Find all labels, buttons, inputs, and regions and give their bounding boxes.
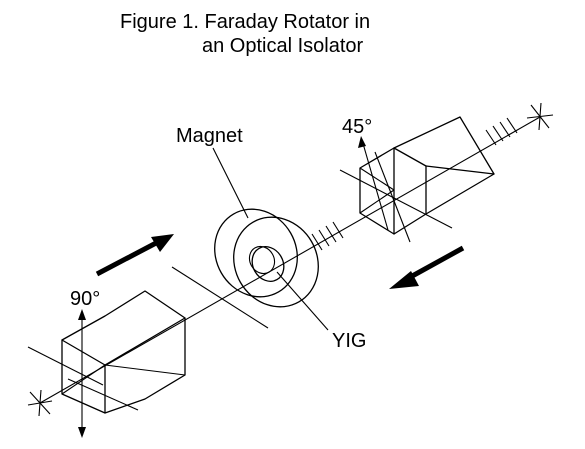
yig-leader-line <box>276 271 329 331</box>
beam-hatch-output <box>485 117 518 146</box>
input-starburst-icon <box>27 389 53 417</box>
output-polarizer <box>339 116 495 243</box>
output-angle-label: 45° <box>342 116 372 138</box>
forward-direction-arrow <box>95 234 174 277</box>
input-polarizer <box>27 290 186 414</box>
magnet-label: Magnet <box>176 125 243 147</box>
magnet-leader-line <box>212 147 249 219</box>
optical-axis <box>39 116 541 404</box>
figure-caption-line-2: an Optical Isolator <box>202 35 364 57</box>
output-polarization-arrow <box>358 136 389 231</box>
output-starburst-icon <box>526 102 554 131</box>
yig-label: YIG <box>332 330 366 352</box>
beam-hatch-mid <box>311 221 344 251</box>
magnet-ring <box>214 208 319 308</box>
input-plane-line <box>171 266 269 329</box>
input-angle-label: 90° <box>70 288 100 310</box>
backward-direction-arrow <box>389 245 465 289</box>
input-polarization-arrow <box>78 309 86 438</box>
figure-caption-line-1: Figure 1. Faraday Rotator in <box>120 11 371 33</box>
